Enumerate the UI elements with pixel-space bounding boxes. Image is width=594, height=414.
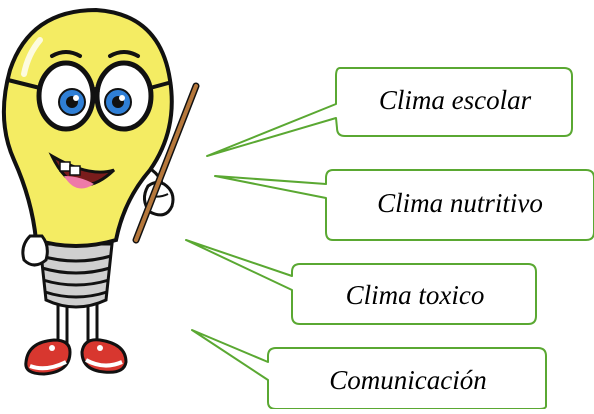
red-shoes-icon: [24, 338, 128, 376]
smile-icon: [48, 152, 116, 189]
eyes-icon: [58, 88, 132, 116]
pointer-stick-icon: [132, 82, 200, 244]
callout-clima-escolar: [206, 67, 573, 157]
callout-clima-nutritivo: [214, 169, 594, 241]
callout-label-comunicacion: Comunicación: [329, 365, 487, 395]
callout-label-clima-nutritivo: Clima nutritivo: [377, 188, 543, 218]
left-glove-icon: [21, 234, 49, 267]
callout-clima-toxico: [185, 239, 537, 325]
lightbulb-mascot-icon: [1, 7, 200, 376]
callout-label-clima-toxico: Clima toxico: [345, 280, 485, 310]
bulb-base-icon: [38, 242, 114, 309]
callout-label-clima-escolar: Clima escolar: [378, 85, 532, 115]
